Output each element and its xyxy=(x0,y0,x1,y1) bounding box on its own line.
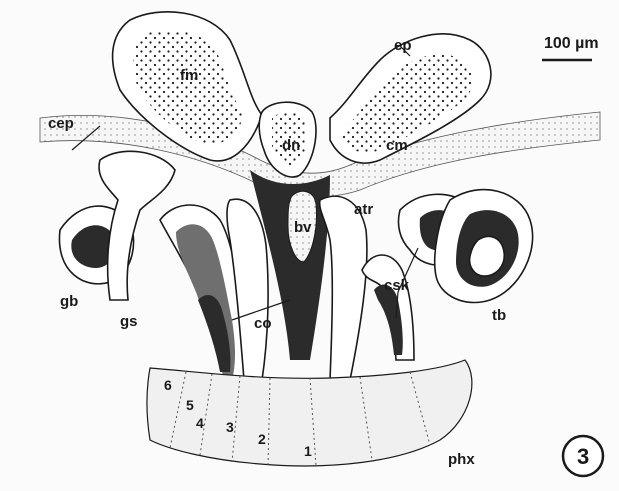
label-gs: gs xyxy=(120,313,138,330)
label-dn: dn xyxy=(282,137,300,154)
label-phx: phx xyxy=(448,451,475,468)
zone-label-5: 5 xyxy=(186,397,194,413)
zone-label-3: 3 xyxy=(226,419,234,435)
figure-number: 3 xyxy=(577,444,589,469)
label-ep: ep xyxy=(394,37,412,54)
label-bv: bv xyxy=(294,219,312,236)
label-co: co xyxy=(254,315,272,332)
label-cep: cep xyxy=(48,115,74,132)
zone-label-4: 4 xyxy=(196,415,204,431)
label-csk: csk xyxy=(384,277,410,294)
label-atr: atr xyxy=(354,201,373,218)
label-cm: cm xyxy=(386,137,408,154)
zone-label-2: 2 xyxy=(258,431,266,447)
label-gb: gb xyxy=(60,293,78,310)
scale-bar-label: 100 µm xyxy=(544,35,599,52)
zone-label-1: 1 xyxy=(304,443,312,459)
label-fm: fm xyxy=(180,67,198,84)
label-tb: tb xyxy=(492,307,506,324)
zone-label-6: 6 xyxy=(164,377,172,393)
cirrus-center-right xyxy=(320,196,367,380)
